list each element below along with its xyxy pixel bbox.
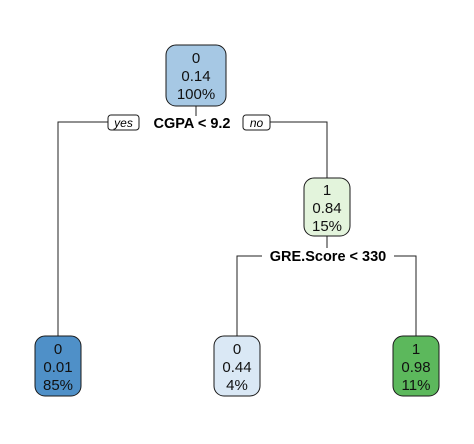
edge-right-split-right [394, 255, 417, 336]
leaf-probability: 0.44 [222, 359, 251, 376]
leaf-percent: 11% [402, 377, 431, 394]
root-percent: 100% [177, 86, 215, 103]
edge-root-right [270, 121, 328, 178]
leaf-class-label: 0 [233, 341, 241, 358]
yes-branch-label: yes [113, 116, 133, 130]
leaf-percent: 85% [43, 377, 73, 394]
leaf-class-label: 0 [54, 341, 62, 358]
root-split-condition: CGPA < 9.2 [154, 116, 231, 132]
right-internal-node-box [303, 177, 351, 237]
leaf-node-3: 1 0.98 11% [392, 335, 440, 397]
right-internal-percent: 15% [312, 218, 342, 235]
right-internal-node: 1 0.84 15% [303, 177, 351, 237]
yes-branch-box [107, 114, 140, 131]
leaf-probability: 0.01 [43, 359, 72, 376]
root-probability: 0.14 [181, 68, 210, 85]
right-internal-probability: 0.84 [312, 200, 341, 217]
right-split-condition: GRE.Score < 330 [270, 249, 386, 265]
leaf-node-box [392, 335, 440, 397]
right-split: GRE.Score < 330 [270, 249, 386, 265]
leaf-class-label: 1 [412, 341, 420, 358]
edge-root-left [57, 121, 108, 336]
right-internal-class-label: 1 [323, 182, 331, 199]
leaf-node-box [34, 335, 82, 397]
root-class-label: 0 [192, 50, 200, 67]
root-split: yes CGPA < 9.2 no [107, 114, 271, 132]
leaf-node-box [213, 335, 261, 397]
tree-edges [57, 106, 417, 336]
root-node: 0 0.14 100% [165, 44, 227, 107]
leaf-percent: 4% [226, 377, 248, 394]
root-node-box [165, 44, 227, 107]
leaf-node-2: 0 0.44 4% [213, 335, 261, 397]
leaf-node-1: 0 0.01 85% [34, 335, 82, 397]
edge-right-split-left [236, 255, 262, 336]
no-branch-box [242, 114, 271, 131]
no-branch-label: no [250, 116, 264, 130]
leaf-probability: 0.98 [401, 359, 430, 376]
